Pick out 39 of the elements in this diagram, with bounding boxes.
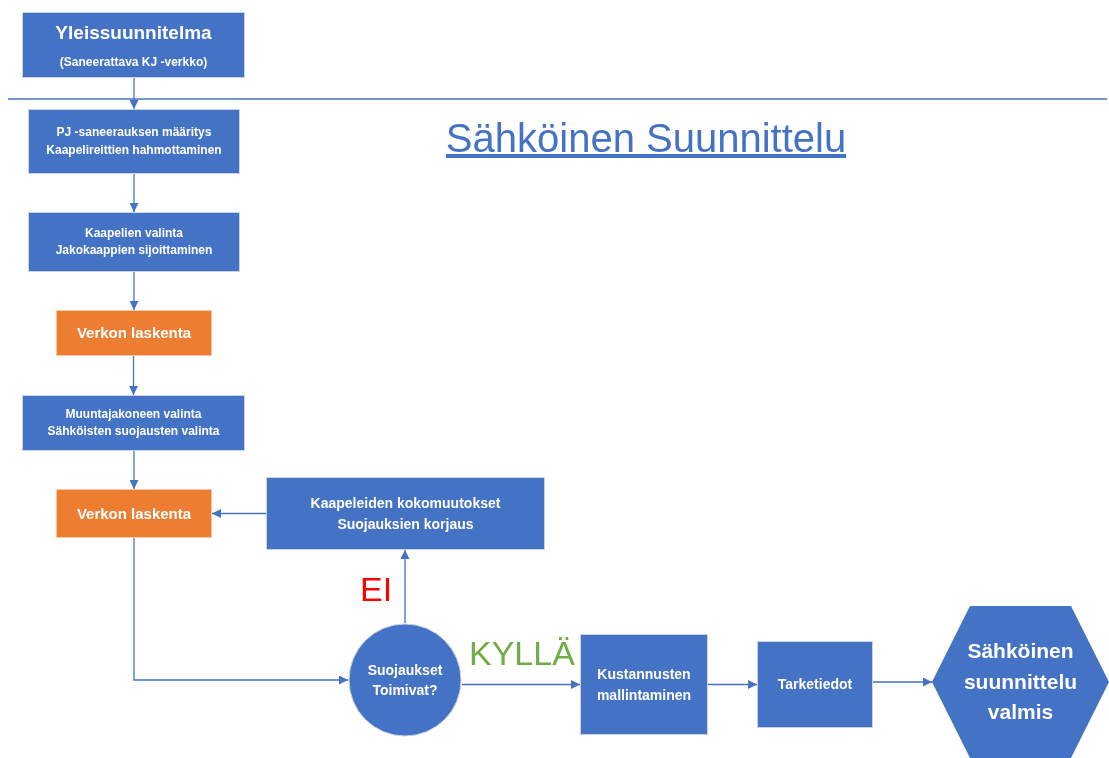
process-box	[580, 634, 708, 735]
arrow	[129, 355, 138, 396]
process-box	[56, 489, 212, 538]
process-box	[56, 310, 212, 356]
box-text: Tarketiedot	[776, 675, 854, 695]
arrow	[129, 450, 139, 490]
process-box	[757, 641, 873, 728]
box-text: (Saneerattava KJ -verkko)	[58, 54, 209, 72]
arrow	[133, 537, 349, 685]
box-text: Kustannusten mallintaminen	[595, 665, 693, 705]
box-text: Sähköinen suunnittelu valmis	[962, 638, 1079, 726]
box-text: Kaapelien valinta	[83, 224, 184, 242]
box-text: Suojauksien korjaus	[336, 514, 475, 534]
process-box	[28, 109, 240, 174]
decision-circle	[348, 623, 462, 737]
arrow	[461, 680, 581, 689]
box-heading: Yleissuunnitelma	[54, 20, 213, 45]
arrow	[872, 677, 933, 687]
box-text: Muuntajakoneen valinta	[64, 405, 203, 423]
end-hexagon	[932, 606, 1109, 758]
arrow	[129, 271, 139, 311]
box-text: Jakokaappien sijoittaminen	[54, 242, 214, 259]
process-box	[266, 477, 545, 550]
box-text: Verkon laskenta	[75, 323, 193, 344]
title: Sähköinen Suunnittelu	[444, 116, 848, 161]
arrow	[211, 509, 267, 518]
arrow	[400, 549, 410, 624]
arrow	[129, 173, 139, 213]
arrow	[707, 680, 758, 689]
box-text: Kaapeleiden kokomuutokset	[309, 494, 502, 514]
process-box	[28, 212, 240, 272]
box-text: Kaapelireittien hahmottaminen	[45, 141, 223, 159]
process-box	[22, 395, 245, 451]
box-text: Suojaukset Toimivat?	[366, 660, 444, 700]
arrow	[129, 77, 139, 110]
box-text: Sähköisten suojausten valinta	[46, 423, 221, 440]
process-box	[22, 12, 245, 78]
box-text: Verkon laskenta	[75, 503, 193, 524]
box-text: PJ -saneerauksen määritys	[55, 124, 213, 142]
